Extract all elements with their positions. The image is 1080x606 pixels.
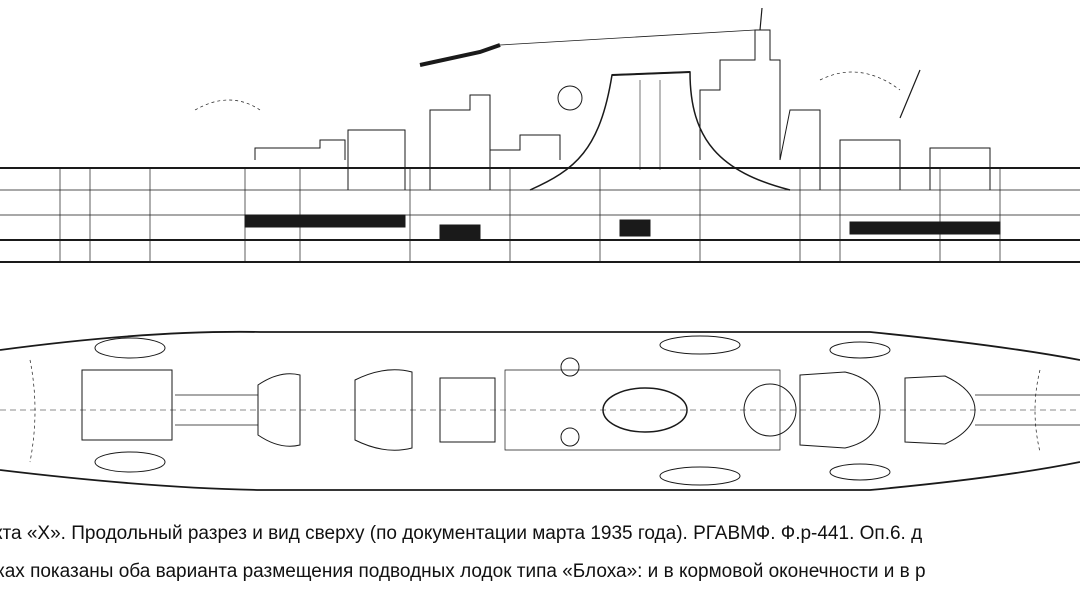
aft-turret-1: [354, 369, 413, 451]
aft-turret-2: [257, 373, 301, 447]
forward-turret-section: [839, 139, 901, 190]
boat-aft-lower: [94, 451, 166, 473]
forward-tower: [699, 29, 781, 160]
aft-turret-section: [254, 139, 346, 160]
boat-aft-upper: [94, 337, 166, 359]
ship-drawing: [0, 7, 1080, 491]
forward-turret-2: [904, 375, 976, 445]
forward-tower-plan: [743, 383, 797, 437]
forward-turret-1: [799, 371, 881, 449]
aft-hangar: [81, 369, 173, 441]
longitudinal-section: [0, 7, 1080, 263]
hull-plan-outline: [0, 330, 1080, 491]
searchlight-aft: [557, 85, 583, 111]
bridge-tower: [429, 94, 491, 190]
plan-view: [0, 330, 1080, 491]
caption-line-2: ках показаны оба варианта размещения под…: [0, 561, 926, 582]
caption-line-1: кта «Х». Продольный разрез и вид сверху …: [0, 523, 923, 544]
funnel-plan: [602, 387, 688, 433]
